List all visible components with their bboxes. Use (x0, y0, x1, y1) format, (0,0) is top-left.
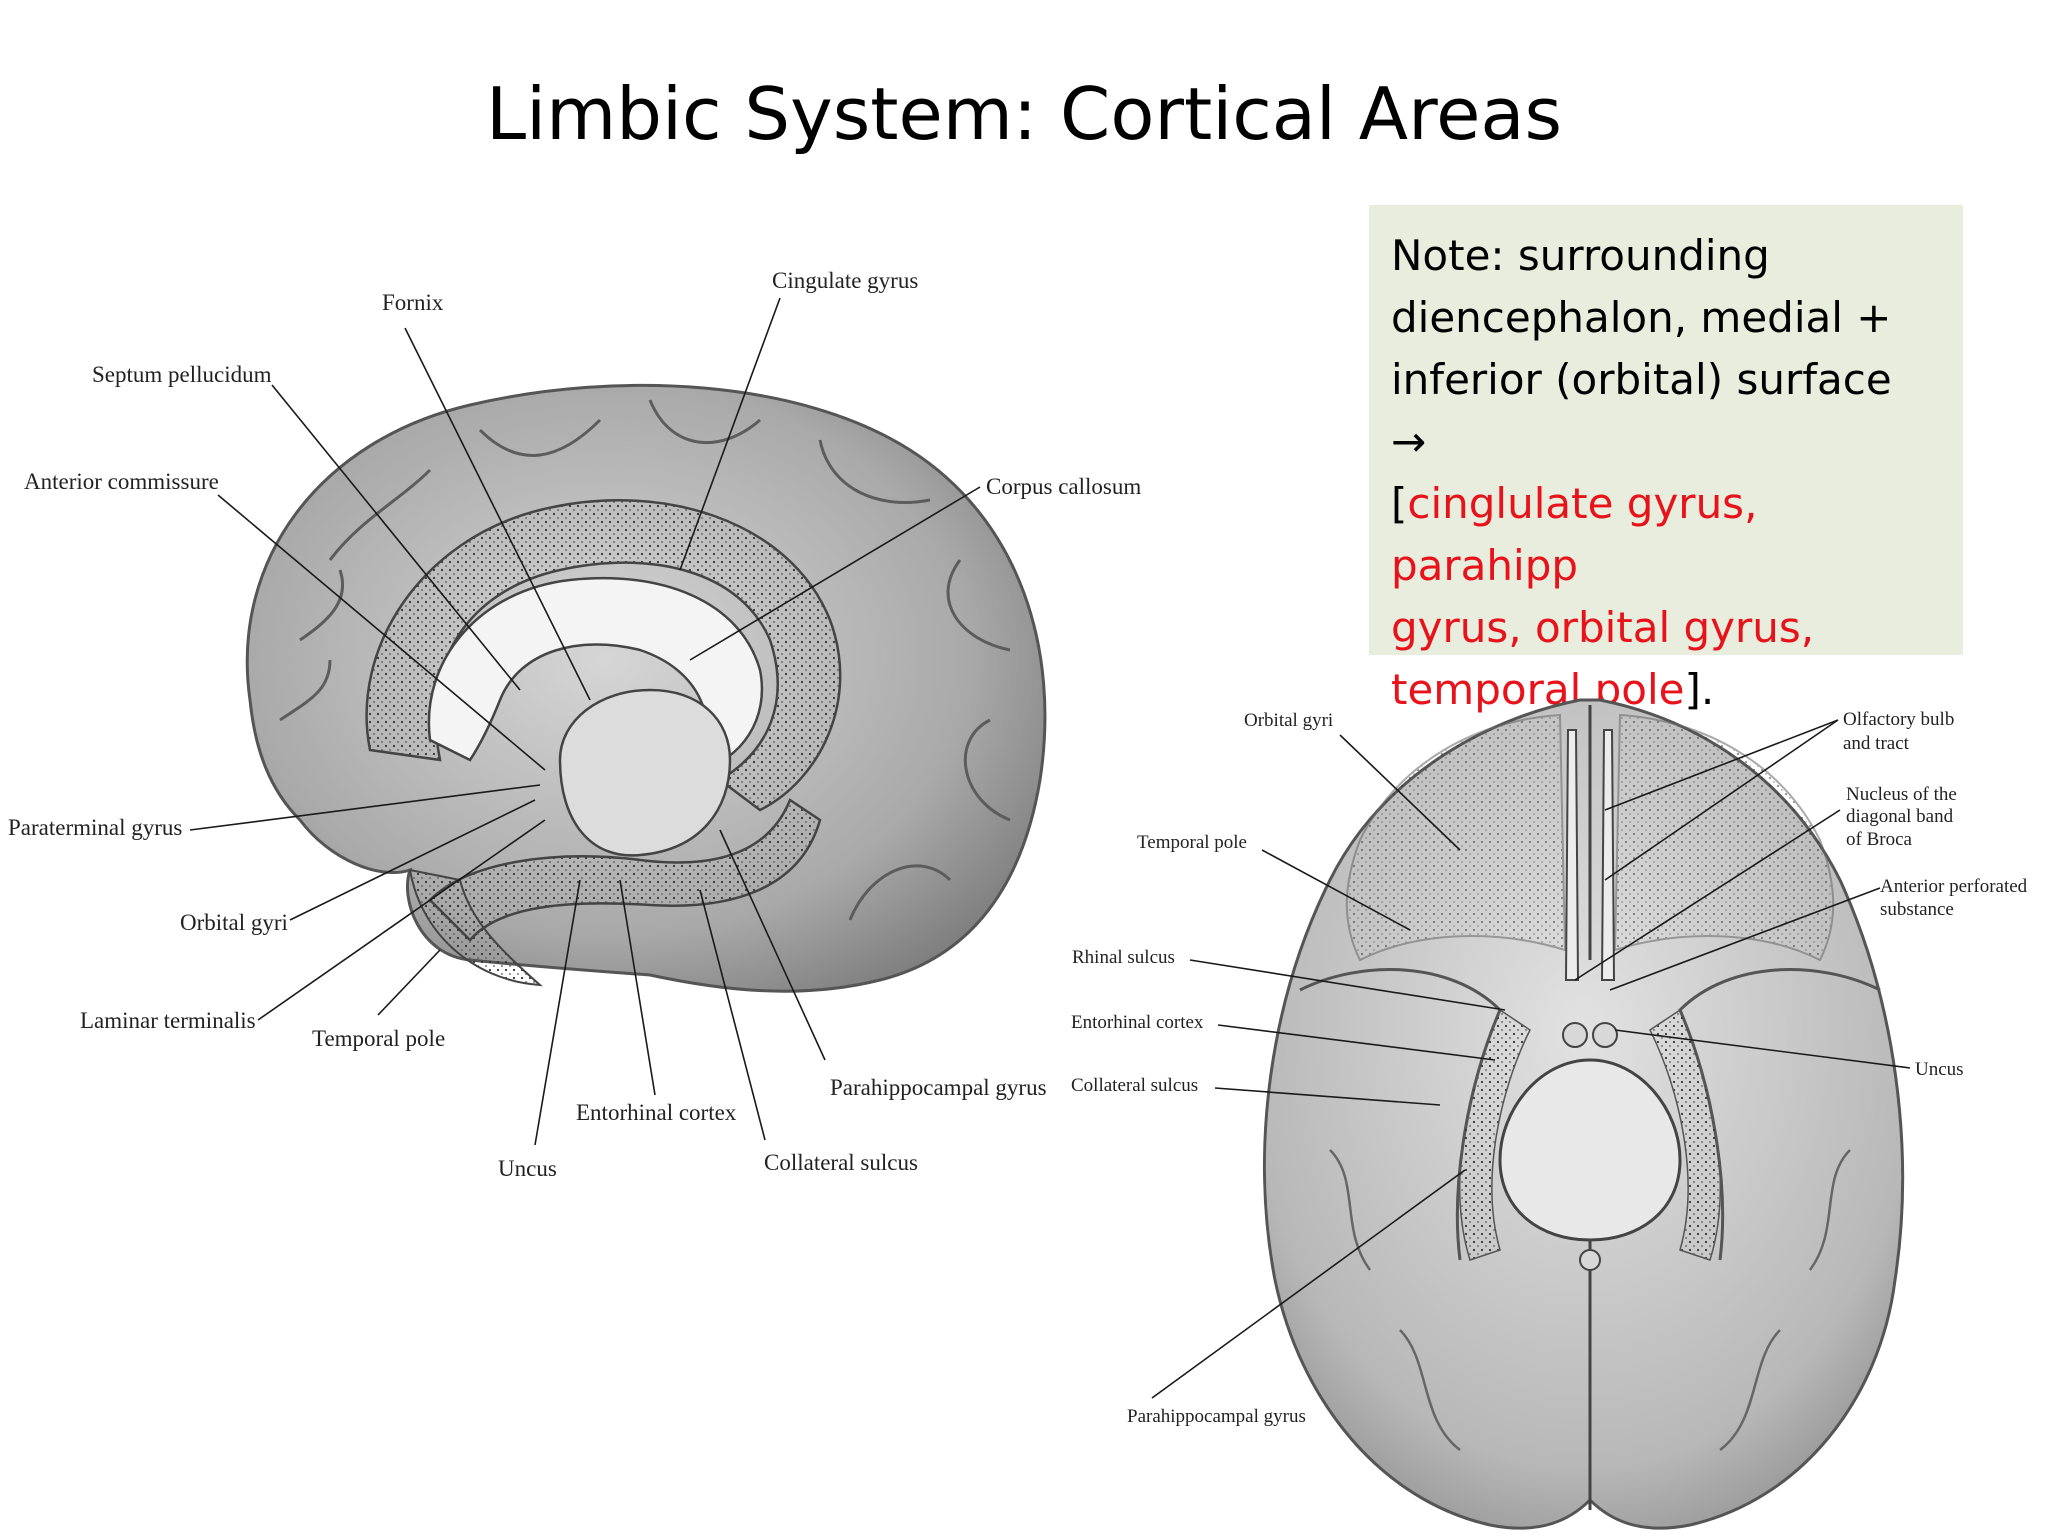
inferior-brain-illustration (1262, 698, 1905, 1530)
label-temporal-pole-inferior: Temporal pole (1137, 832, 1247, 853)
close-bracket: ]. (1684, 665, 1715, 714)
note-line: temporal pole]. (1391, 659, 1941, 721)
note-line: diencephalon, medial + (1391, 293, 1892, 342)
label-laminar-terminalis: Laminar terminalis (80, 1008, 256, 1033)
label-rhinal-sulcus: Rhinal sulcus (1072, 947, 1175, 968)
label-temporal-pole: Temporal pole (312, 1026, 445, 1051)
arrow-icon: → (1391, 417, 1427, 466)
label-parahippocampal-gyrus-inferior: Parahippocampal gyrus (1127, 1406, 1306, 1427)
orbital-gyri-area-right (1613, 713, 1835, 962)
highlight-text: gyrus, orbital gyrus, (1391, 603, 1815, 652)
slide-title: Limbic System: Cortical Areas (485, 72, 1563, 156)
open-bracket: [ (1391, 479, 1408, 528)
medial-brain-illustration (245, 383, 1047, 993)
label-septum-pellucidum: Septum pellucidum (92, 362, 272, 387)
label-entorhinal-cortex: Entorhinal cortex (576, 1100, 737, 1125)
label-collateral-sulcus: Collateral sulcus (764, 1150, 918, 1175)
gyral-folds (279, 399, 1011, 921)
olfactory-tract (1564, 729, 1616, 981)
label-paraterminal-gyrus: Paraterminal gyrus (8, 815, 182, 840)
pineal-body (1579, 1249, 1601, 1271)
label-orbital-gyri: Orbital gyri (180, 910, 288, 935)
label-nucleus-diagonal-band-1: Nucleus of the (1846, 784, 1957, 805)
label-parahippocampal-gyrus: Parahippocampal gyrus (830, 1075, 1047, 1100)
inferior-labels: Orbital gyri Olfactory bulb and tract Te… (1071, 709, 2028, 1427)
medial-labels: Fornix Cingulate gyrus Septum pellucidum… (8, 268, 1141, 1181)
cingulate-ring (365, 499, 842, 812)
label-olfactory-bulb: Olfactory bulb (1843, 709, 1954, 730)
label-entorhinal-cortex-inferior: Entorhinal cortex (1071, 1012, 1204, 1033)
label-uncus-inferior: Uncus (1915, 1059, 1964, 1080)
label-orbital-gyri-inferior: Orbital gyri (1244, 710, 1333, 731)
temporal-pole-shape (408, 868, 543, 987)
gyral-folds (1329, 1149, 1851, 1451)
note-box: Note: surrounding diencephalon, medial +… (1369, 205, 1963, 714)
label-anterior-perforated-1: Anterior perforated (1880, 876, 2028, 897)
label-collateral-sulcus-inferior: Collateral sulcus (1071, 1075, 1198, 1096)
parahippocampal-strip-right (1649, 1008, 1721, 1261)
highlight-text: temporal pole (1391, 665, 1685, 714)
highlight-text: cinglulate gyrus, parahipp (1391, 479, 1758, 590)
label-nucleus-diagonal-band-3: of Broca (1846, 829, 1913, 850)
mammillary-body (1592, 1022, 1618, 1048)
label-anterior-perforated-2: substance (1880, 899, 1954, 920)
label-anterior-commissure: Anterior commissure (24, 469, 219, 494)
thalamus-shape (558, 688, 732, 857)
medial-leader-lines (189, 297, 981, 1146)
mammillary-body (1562, 1022, 1588, 1048)
label-uncus: Uncus (498, 1156, 557, 1181)
label-olfactory-tract: and tract (1843, 733, 1910, 754)
parahippocampal-arc (428, 798, 822, 942)
orbital-gyri-area (1345, 713, 1567, 962)
inferior-leader-lines (1151, 719, 1911, 1399)
brainstem (1498, 1058, 1682, 1242)
parahippocampal-strip (1459, 1008, 1531, 1261)
note-line: Note: surrounding (1391, 231, 1770, 280)
label-fornix: Fornix (382, 290, 444, 315)
label-cingulate-gyrus: Cingulate gyrus (772, 268, 918, 293)
note-line: inferior (orbital) surface (1391, 355, 1892, 404)
note-line: [cinglulate gyrus, parahipp (1391, 473, 1941, 597)
label-corpus-callosum: Corpus callosum (986, 474, 1141, 499)
label-nucleus-diagonal-band-2: diagonal band (1846, 806, 1954, 827)
